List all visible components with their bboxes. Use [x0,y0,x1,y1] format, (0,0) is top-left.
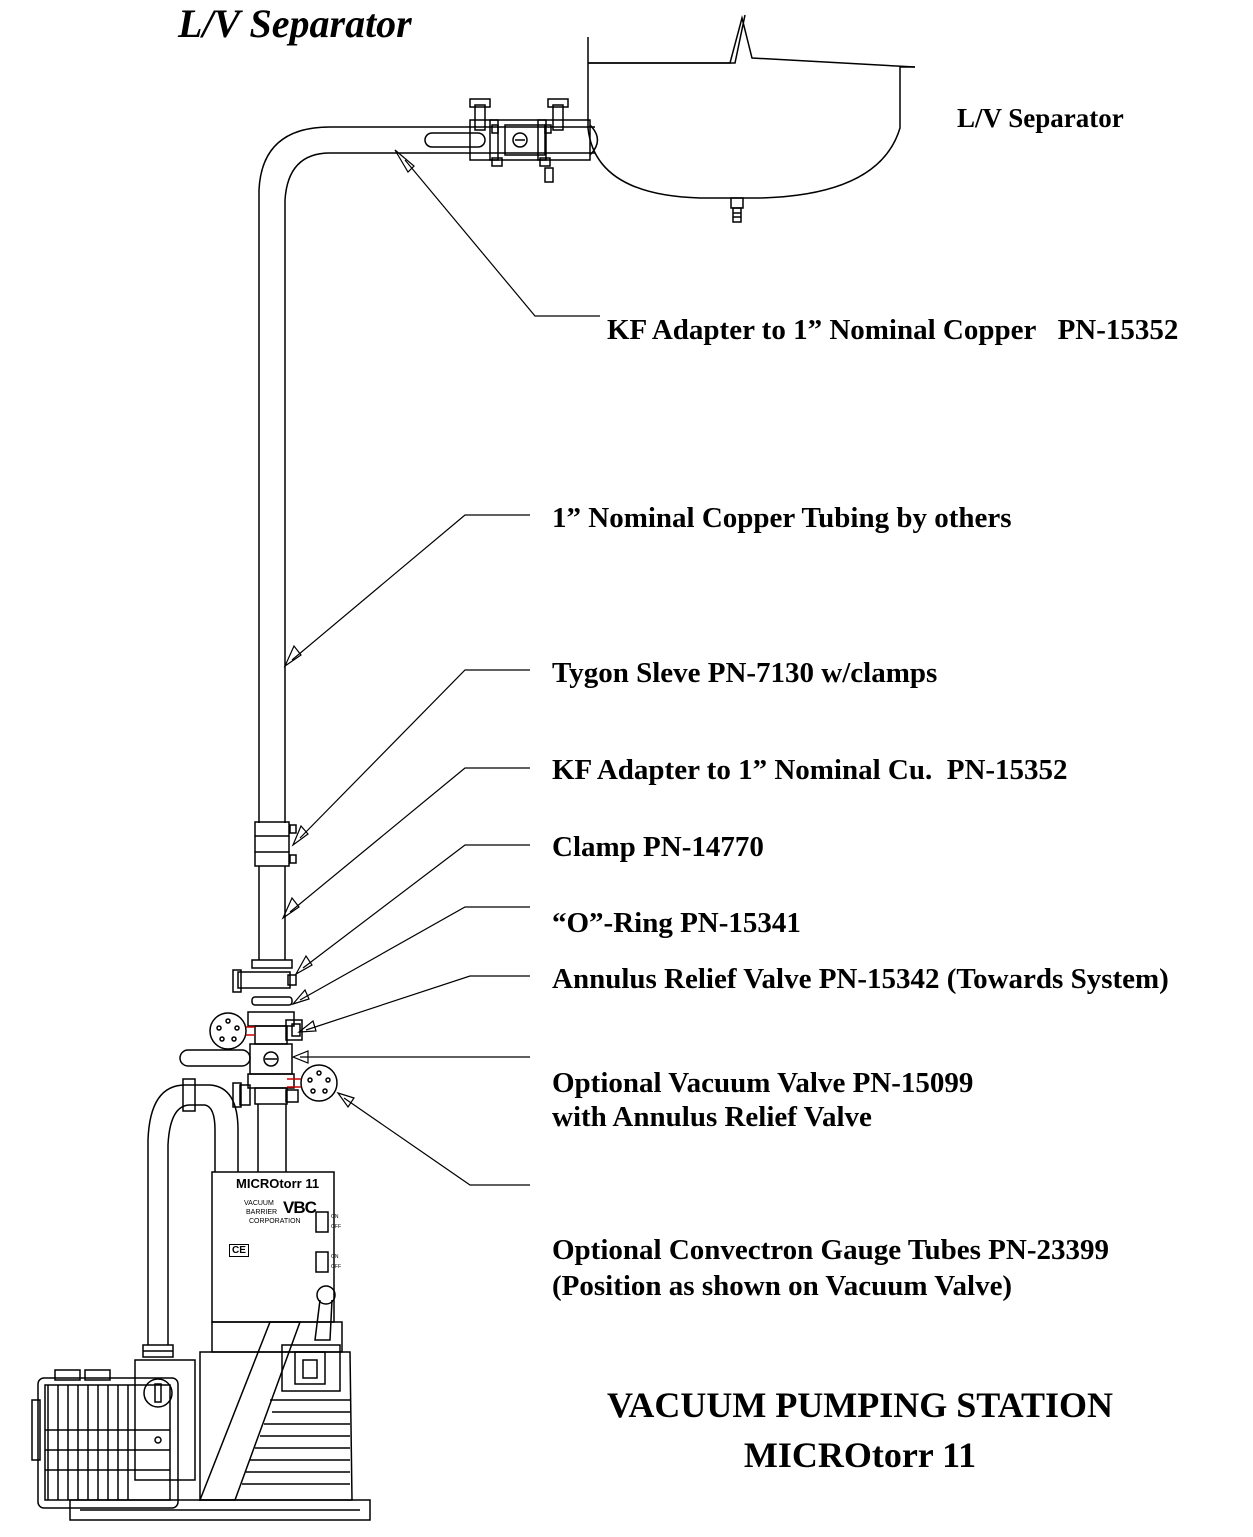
label-kf-adapter-cu: KF Adapter to 1” Nominal Cu. PN-15352 [552,754,1068,786]
vbc-logo: VBC [283,1198,317,1217]
label-vacuum-valve-1: Optional Vacuum Valve PN-15099 [552,1067,974,1099]
station-title-line-2: MICROtorr 11 [743,1435,977,1475]
tygon-sleeve [254,821,297,867]
label-annulus-relief: Annulus Relief Valve PN-15342 (Towards S… [552,963,1169,995]
switch-on-label-1: ON [331,1214,339,1220]
separator-vessel [587,14,916,223]
leader-kf-cu [281,767,530,920]
lower-kf-adapter [251,866,293,969]
panel-company-2: BARRIER [246,1209,278,1216]
leader-vacuum-valve [291,1050,530,1064]
panel-company-3: CORPORATION [249,1218,301,1225]
label-copper-tubing: 1” Nominal Copper Tubing by others [552,502,1012,534]
switch-off-label-1: OFF [331,1224,341,1230]
switch-on-label-2: ON [331,1254,339,1260]
leader-o-ring [291,906,530,1006]
ce-mark: CE [229,1244,249,1257]
station-title: VACUUM PUMPING STATION MICROtorr 11 [560,1380,1160,1480]
label-separator: L/V Separator [957,103,1124,133]
vacuum-valve-assembly [179,1011,303,1108]
pump-housing [69,1321,371,1521]
copper-tubing [258,126,595,823]
leader-clamp [294,844,530,976]
clamp [232,969,297,993]
exhaust-loop [142,1078,239,1358]
label-tygon-sleeve: Tygon Sleve PN-7130 w/clamps [552,657,938,689]
rotary-pump [31,1359,196,1509]
page-title: L/V Separator [178,1,412,46]
label-clamp: Clamp PN-14770 [552,831,764,863]
label-o-ring: “O”-Ring PN-15341 [552,907,801,939]
label-gauge-tubes-1: Optional Convectron Gauge Tubes PN-23399 [552,1234,1109,1266]
leader-copper-tubing [283,514,530,668]
leader-tygon [291,669,530,847]
convectron-gauge-left [209,1012,247,1050]
label-kf-adapter-top: KF Adapter to 1” Nominal Copper PN-15352 [607,314,1179,346]
panel-model: MICROtorr 11 [236,1176,320,1191]
o-ring [251,996,293,1006]
switch-off-label-2: OFF [331,1264,341,1270]
leader-gauge-tubes [336,1091,530,1186]
label-gauge-tubes-2: (Position as shown on Vacuum Valve) [552,1270,1013,1302]
label-vacuum-valve-2: with Annulus Relief Valve [552,1101,872,1133]
convectron-gauge-right [300,1064,338,1102]
panel-company-1: VACUUM [244,1200,274,1207]
leader-annulus-relief [297,975,530,1033]
leader-kf-top [394,149,600,317]
pump-inlet [257,1104,287,1172]
station-title-line-1: VACUUM PUMPING STATION [606,1385,1113,1425]
top-kf-adapter-assembly [469,98,599,183]
